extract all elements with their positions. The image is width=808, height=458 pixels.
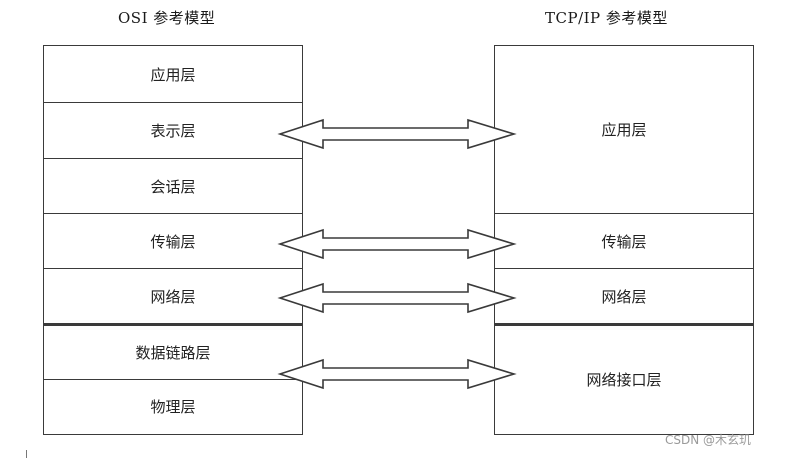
osi-application-layer: 应用层 — [150, 65, 196, 84]
osi-data-link-layer: 数据链路层 — [44, 323, 302, 379]
mapping-arrow-network-interface — [277, 358, 517, 390]
csdn-watermark: CSDN @木玄玑 — [665, 433, 752, 447]
osi-layer-stack: 应用层 表示层 会话层 传输层 网络层 数据链路层 物理层 — [43, 45, 303, 435]
tcpip-network-interface-layer: 网络接口层 — [495, 323, 753, 433]
tcpip-layer-stack: 应用层 传输层 网络层 网络接口层 — [494, 45, 754, 435]
osi-network-layer: 网络层 — [44, 268, 302, 323]
osi-model-title: OSI 参考模型 — [118, 9, 216, 27]
edge-tick-mark — [26, 450, 27, 458]
tcpip-network-layer: 网络层 — [495, 268, 753, 323]
osi-physical-layer: 物理层 — [44, 379, 302, 433]
tcpip-transport-layer: 传输层 — [495, 213, 753, 268]
tcpip-model-title: TCP/IP 参考模型 — [545, 9, 668, 27]
mapping-arrow-application — [277, 118, 517, 150]
osi-session-layer: 会话层 — [44, 158, 302, 213]
tcpip-application-layer: 应用层 — [601, 121, 647, 139]
mapping-arrow-network — [277, 282, 517, 314]
osi-transport-layer: 传输层 — [44, 213, 302, 268]
mapping-arrow-transport — [277, 228, 517, 260]
osi-presentation-layer: 表示层 — [44, 102, 302, 158]
